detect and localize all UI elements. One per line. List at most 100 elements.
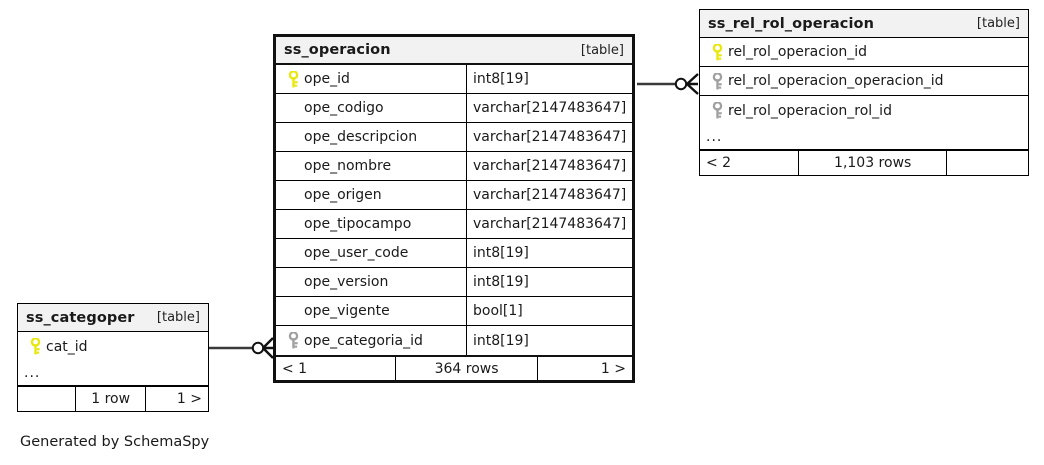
relationship-categoper-to-operacion xyxy=(209,337,274,359)
entity-type-tag: [table] xyxy=(976,16,1020,31)
footer-next-link[interactable]: 1 > xyxy=(145,387,208,411)
column-type: bool[1] xyxy=(473,303,523,319)
entity-table-ss-rel-rol-operacion[interactable]: ss_rel_rol_operacion [table] rel_rol_ope… xyxy=(699,9,1029,176)
footer-row-count: 364 rows xyxy=(394,357,537,380)
column-type: int8[19] xyxy=(473,332,529,349)
entity-type-tag: [table] xyxy=(156,310,200,325)
column-row[interactable]: rel_rol_operacion_operacion_id xyxy=(700,67,1028,96)
relationship-operacion-to-rel-rol-operacion xyxy=(637,73,699,95)
more-columns-indicator: ... xyxy=(700,125,1028,150)
footer-row-count: 1,103 rows xyxy=(798,151,946,175)
footer-prev-link[interactable] xyxy=(18,387,75,411)
column-type-cell: int8[19] xyxy=(466,239,632,267)
column-type-cell: int8[19] xyxy=(466,65,632,93)
foreign-key-icon xyxy=(706,102,728,119)
column-row[interactable]: ope_origen varchar[2147483647] xyxy=(276,181,632,210)
column-name-cell: ope_nombre xyxy=(276,152,466,180)
column-row[interactable]: rel_rol_operacion_id xyxy=(700,38,1028,67)
column-name: ope_categoria_id xyxy=(304,332,423,349)
foreign-key-icon xyxy=(706,72,728,90)
foreign-key-icon xyxy=(282,332,304,349)
column-name-cell: ope_version xyxy=(276,268,466,296)
footer-row-count: 1 row xyxy=(75,387,145,411)
footer-next-link[interactable]: 1 > xyxy=(537,357,632,380)
column-row[interactable]: ope_tipocampo varchar[2147483647] xyxy=(276,210,632,239)
column-name-cell: rel_rol_operacion_operacion_id xyxy=(700,67,1028,95)
column-name-cell: rel_rol_operacion_rol_id xyxy=(700,96,1028,125)
column-name: ope_origen xyxy=(304,187,382,203)
column-type: varchar[2147483647] xyxy=(473,187,627,203)
column-row[interactable]: ope_descripcion varchar[2147483647] xyxy=(276,123,632,152)
column-type-cell: varchar[2147483647] xyxy=(466,94,632,122)
column-type: varchar[2147483647] xyxy=(473,100,627,116)
entity-footer-ss-operacion: < 1 364 rows 1 > xyxy=(276,355,632,380)
column-type: varchar[2147483647] xyxy=(473,158,627,174)
column-name-cell: ope_vigente xyxy=(276,297,466,325)
primary-key-icon xyxy=(282,70,304,88)
column-row[interactable]: ope_version int8[19] xyxy=(276,268,632,297)
column-type-cell: int8[19] xyxy=(466,326,632,355)
column-name-cell: ope_tipocampo xyxy=(276,210,466,238)
column-type: varchar[2147483647] xyxy=(473,129,627,145)
entity-table-ss-categoper[interactable]: ss_categoper [table] cat_id ... 1 row 1 … xyxy=(17,303,209,412)
column-name-cell: ope_codigo xyxy=(276,94,466,122)
entity-title: ss_rel_rol_operacion xyxy=(708,15,875,32)
column-name: ope_nombre xyxy=(304,158,392,174)
primary-key-icon xyxy=(24,338,46,355)
column-name-cell: ope_categoria_id xyxy=(276,326,466,355)
generated-by-caption: Generated by SchemaSpy xyxy=(20,434,210,450)
column-type-cell: varchar[2147483647] xyxy=(466,181,632,209)
column-type-cell: bool[1] xyxy=(466,297,632,325)
entity-footer-ss-rel-rol-operacion: < 2 1,103 rows xyxy=(700,150,1028,175)
column-type-cell: varchar[2147483647] xyxy=(466,152,632,180)
column-name: rel_rol_operacion_operacion_id xyxy=(728,73,944,89)
column-list: cat_id xyxy=(18,332,208,361)
entity-header-ss-rel-rol-operacion: ss_rel_rol_operacion [table] xyxy=(700,10,1028,38)
column-list: ope_id int8[19] ope_codigo varchar[21474836… xyxy=(276,65,632,355)
column-type: int8[19] xyxy=(473,71,529,87)
column-row[interactable]: cat_id xyxy=(18,332,208,361)
footer-prev-link[interactable]: < 2 xyxy=(706,155,732,171)
column-name: ope_descripcion xyxy=(304,129,418,145)
column-name: cat_id xyxy=(46,338,88,355)
column-name: ope_codigo xyxy=(304,100,384,116)
column-name-cell: ope_user_code xyxy=(276,239,466,267)
column-name: rel_rol_operacion_id xyxy=(728,44,868,60)
column-type-cell: varchar[2147483647] xyxy=(466,210,632,238)
column-row[interactable]: rel_rol_operacion_rol_id xyxy=(700,96,1028,125)
footer-next-link[interactable] xyxy=(945,151,1028,175)
column-type-cell: int8[19] xyxy=(466,268,632,296)
column-name-cell: cat_id xyxy=(18,332,208,361)
column-name: ope_vigente xyxy=(304,303,390,319)
column-name: rel_rol_operacion_rol_id xyxy=(728,102,892,119)
column-name: ope_tipocampo xyxy=(304,216,412,232)
column-row[interactable]: ope_nombre varchar[2147483647] xyxy=(276,152,632,181)
column-name-cell: ope_descripcion xyxy=(276,123,466,151)
column-type: int8[19] xyxy=(473,274,529,290)
more-columns-indicator: ... xyxy=(18,361,208,386)
column-row[interactable]: ope_id int8[19] xyxy=(276,65,632,94)
column-type: int8[19] xyxy=(473,245,529,261)
footer-prev-link[interactable]: < 1 xyxy=(282,360,308,377)
primary-key-icon xyxy=(706,43,728,61)
column-name-cell: ope_origen xyxy=(276,181,466,209)
column-row[interactable]: ope_categoria_id int8[19] xyxy=(276,326,632,355)
entity-title: ss_operacion xyxy=(284,42,391,58)
entity-header-ss-operacion: ss_operacion [table] xyxy=(276,37,632,65)
column-type: varchar[2147483647] xyxy=(473,216,627,232)
column-name-cell: ope_id xyxy=(276,65,466,93)
entity-title: ss_categoper xyxy=(26,309,135,326)
column-row[interactable]: ope_codigo varchar[2147483647] xyxy=(276,94,632,123)
column-name-cell: rel_rol_operacion_id xyxy=(700,38,1028,66)
entity-header-ss-categoper: ss_categoper [table] xyxy=(18,304,208,332)
column-row[interactable]: ope_user_code int8[19] xyxy=(276,239,632,268)
entity-footer-ss-categoper: 1 row 1 > xyxy=(18,386,208,411)
column-name: ope_user_code xyxy=(304,245,409,261)
column-list: rel_rol_operacion_id rel_rol_operacion_op… xyxy=(700,38,1028,125)
column-name: ope_version xyxy=(304,274,389,290)
column-name: ope_id xyxy=(304,71,350,87)
column-type-cell: varchar[2147483647] xyxy=(466,123,632,151)
column-row[interactable]: ope_vigente bool[1] xyxy=(276,297,632,326)
entity-type-tag: [table] xyxy=(580,42,624,58)
